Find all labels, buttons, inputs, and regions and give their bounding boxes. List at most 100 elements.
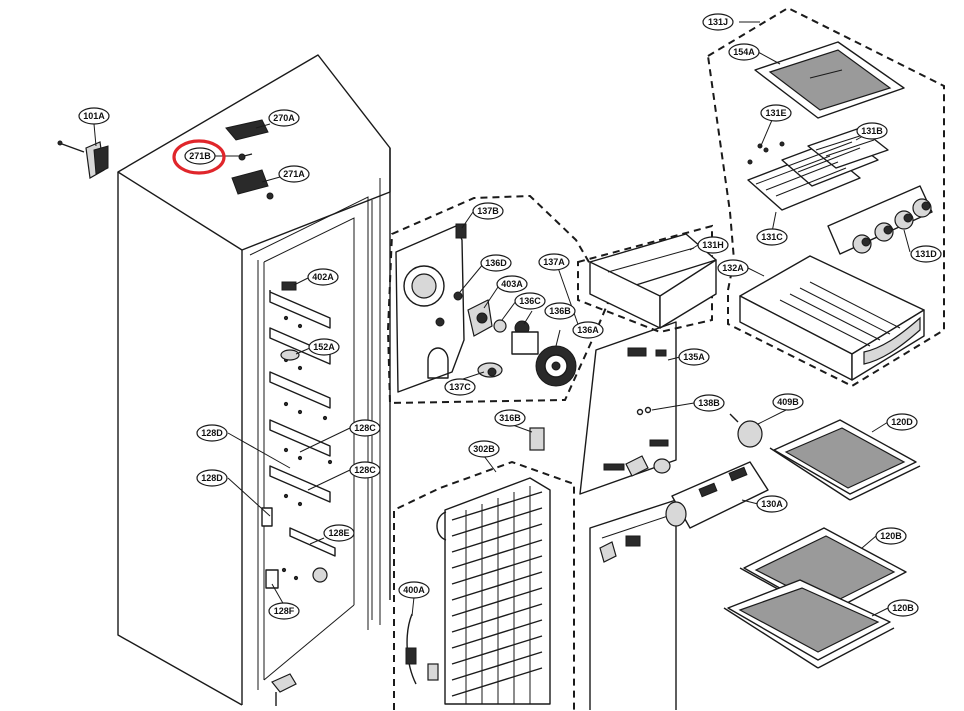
callout-138b: 138B <box>693 394 725 412</box>
svg-text:131H: 131H <box>702 240 724 250</box>
svg-text:131D: 131D <box>915 249 937 259</box>
callout-409b: 409B <box>772 393 804 411</box>
lamp-socket <box>281 281 297 291</box>
shelf-rails <box>269 290 336 557</box>
evaporator-cover <box>579 321 677 495</box>
ice-maker-group <box>577 6 945 388</box>
callout-128f: 128F <box>268 602 300 620</box>
callout-316b: 316B <box>494 409 526 427</box>
top-bracket <box>57 140 109 179</box>
svg-text:270A: 270A <box>273 113 295 123</box>
callout-128d-1: 128D <box>196 424 228 442</box>
lamp-bulb-upper <box>729 413 763 448</box>
callout-131j: 131J <box>702 13 734 31</box>
fan-shroud <box>395 223 467 393</box>
svg-text:136B: 136B <box>549 306 571 316</box>
svg-text:402A: 402A <box>312 272 334 282</box>
svg-text:409B: 409B <box>777 397 799 407</box>
svg-text:131J: 131J <box>708 17 728 27</box>
callout-152a: 152A <box>308 338 340 356</box>
highlight-ring <box>172 139 226 175</box>
svg-text:136D: 136D <box>485 258 507 268</box>
callout-120d: 120D <box>886 413 918 431</box>
callout-270a: 270A <box>268 109 300 127</box>
ice-tray-lid <box>754 41 905 119</box>
callout-154a: 154A <box>728 43 760 61</box>
hinge-top-parts <box>225 119 274 200</box>
callout-128e: 128E <box>323 524 355 542</box>
callout-120b-2: 120B <box>887 599 919 617</box>
svg-text:128C: 128C <box>354 423 376 433</box>
hinge-bottom <box>271 673 297 706</box>
callout-400a: 400A <box>398 581 430 599</box>
svg-text:128E: 128E <box>328 528 349 538</box>
svg-text:137B: 137B <box>477 206 499 216</box>
callout-101a: 101A <box>78 107 110 125</box>
bottom-bracket <box>265 569 279 589</box>
hinge-plate <box>231 169 269 195</box>
callout-131d: 131D <box>910 245 942 263</box>
svg-text:131E: 131E <box>765 108 786 118</box>
ice-maker-knobs <box>827 185 933 255</box>
svg-text:128D: 128D <box>201 473 223 483</box>
shelf-120d <box>769 419 921 501</box>
lamp-bulb-lower <box>653 458 671 474</box>
callout-136d: 136D <box>480 254 512 272</box>
callout-130a: 130A <box>756 495 788 513</box>
hinge-cover <box>225 119 269 141</box>
shelf-120b-lower <box>723 579 895 669</box>
callout-131b: 131B <box>856 122 888 140</box>
svg-text:271B: 271B <box>189 151 211 161</box>
svg-text:400A: 400A <box>403 585 425 595</box>
svg-text:131B: 131B <box>861 126 883 136</box>
callout-132a: 132A <box>717 259 749 277</box>
svg-text:137C: 137C <box>449 382 471 392</box>
freezer-door-liner <box>589 499 677 710</box>
callout-128d-2: 128D <box>196 469 228 487</box>
thermostat-dial <box>280 349 300 361</box>
fan-blade <box>535 345 577 387</box>
callout-137c: 137C <box>444 378 476 396</box>
callout-131h: 131H <box>697 236 729 254</box>
svg-text:131C: 131C <box>761 232 783 242</box>
fan-motor-group <box>386 194 612 405</box>
evaporator-coil <box>436 477 551 705</box>
svg-text:135A: 135A <box>683 352 705 362</box>
svg-text:101A: 101A <box>83 111 105 121</box>
callout-302b: 302B <box>468 440 500 458</box>
svg-text:136C: 136C <box>519 296 541 306</box>
callout-136b: 136B <box>544 302 576 320</box>
callout-128c-2: 128C <box>349 461 381 479</box>
svg-text:316B: 316B <box>499 413 521 423</box>
svg-text:152A: 152A <box>313 342 335 352</box>
svg-text:120B: 120B <box>880 531 902 541</box>
callout-136a: 136A <box>572 321 604 339</box>
evaporator-coil-group <box>393 427 575 710</box>
callout-136c: 136C <box>514 292 546 310</box>
ice-chute-tray <box>589 233 717 329</box>
callout-271b: 271B <box>184 147 216 165</box>
callout-120b-1: 120B <box>875 527 907 545</box>
svg-text:154A: 154A <box>733 47 755 57</box>
svg-text:136A: 136A <box>577 325 599 335</box>
svg-text:403A: 403A <box>501 279 523 289</box>
callout-137a: 137A <box>538 253 570 271</box>
callout-271a: 271A <box>278 165 310 183</box>
callout-128c-1: 128C <box>349 419 381 437</box>
callout-403a: 403A <box>496 275 528 293</box>
svg-text:120D: 120D <box>891 417 913 427</box>
defrost-sensor <box>529 427 545 451</box>
callout-137b: 137B <box>472 202 504 220</box>
callouts: 101A 270A 271B 271A 402A 152A 128D 128C … <box>78 13 942 620</box>
svg-text:130A: 130A <box>761 499 783 509</box>
svg-text:137A: 137A <box>543 257 565 267</box>
callout-131e: 131E <box>760 104 792 122</box>
svg-text:132A: 132A <box>722 263 744 273</box>
callout-131c: 131C <box>756 228 788 246</box>
refrigerator-cabinet <box>117 54 391 706</box>
svg-text:128D: 128D <box>201 428 223 438</box>
ice-bin-drawer <box>739 255 925 381</box>
ice-cube-trays <box>747 127 889 211</box>
svg-text:302B: 302B <box>473 444 495 454</box>
